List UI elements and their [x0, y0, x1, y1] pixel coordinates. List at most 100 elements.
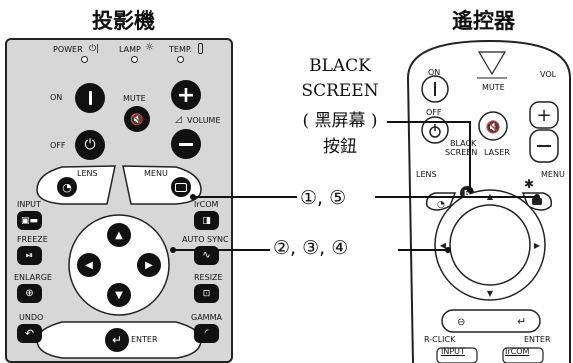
enter-label: ENTER	[131, 335, 158, 344]
remote-control: 🔇 + ◔ ✱ ▲ ▼ ◀ ▶ ⊖ ↵	[406, 39, 571, 363]
remote-laser-label: LASER	[484, 148, 510, 157]
on-button[interactable]	[75, 83, 105, 113]
undo-arrow-icon: ↶	[24, 327, 35, 340]
enter-button[interactable]: ↵	[105, 328, 129, 352]
remote-lens-icon: ◔	[437, 200, 445, 210]
enlarge-button[interactable]: ⊕	[17, 284, 42, 303]
gamma-button[interactable]: ◜	[194, 324, 219, 343]
pointer-dot-projector-menu	[190, 194, 196, 200]
arrow-down-icon: ▼	[487, 289, 494, 298]
remote-screen-label: SCREEN	[445, 148, 478, 157]
remote-enter-label: ENTER	[524, 335, 551, 344]
arrow-right-icon: ▶	[534, 241, 541, 250]
arrow-down-icon: ▼	[115, 289, 123, 301]
power-indicator-label: POWER	[53, 45, 83, 54]
remote-vol-label: VOL	[540, 70, 557, 79]
projector-heading: 投影機	[92, 9, 155, 33]
ircom-icon: ◨	[202, 215, 211, 226]
remote-on-label: ON	[428, 68, 441, 77]
pointer-dot-projector-arrows	[170, 247, 176, 253]
remote-menu-label: MENU	[541, 170, 565, 179]
enter-arrow-icon: ↵	[111, 333, 123, 347]
laser-star-icon: ✱	[524, 177, 534, 191]
resize-button[interactable]: ⊡	[194, 284, 219, 303]
on-icon	[88, 91, 92, 105]
input-button[interactable]: ▣▬	[17, 211, 42, 230]
arrow-pad-ring	[68, 214, 170, 316]
minus-icon	[179, 142, 193, 146]
menu-icon	[175, 182, 187, 192]
lens-button[interactable]: ◔	[57, 177, 77, 197]
remote-heading: 遙控器	[452, 9, 515, 33]
arrow-left-icon: ◀	[440, 241, 447, 250]
arrow-down-button[interactable]: ▼	[107, 283, 131, 307]
off-label: OFF	[50, 141, 66, 150]
enlarge-label: ENLARGE	[14, 273, 52, 282]
on-label: ON	[50, 93, 63, 102]
remote-lens-label: LENS	[416, 170, 437, 179]
black-screen-label-3: ( 黑屏幕 )	[302, 111, 378, 131]
volume-label: VOLUME	[187, 116, 221, 125]
auto-sync-label: AUTO SYNC	[182, 235, 229, 244]
menu-label: MENU	[144, 169, 168, 178]
remote-ircom-label: IrCOM	[505, 347, 530, 356]
arrow-right-button[interactable]: ▶	[137, 253, 161, 277]
ircom-label: IrCOM	[194, 200, 219, 209]
remote-input-label: INPUT	[441, 347, 465, 356]
freeze-label: FREEZE	[17, 235, 48, 244]
volume-ramp-icon: ◿	[175, 115, 182, 125]
laser-window	[477, 51, 507, 76]
input-key	[436, 347, 478, 363]
plus-icon: +	[536, 105, 551, 126]
ircom-button[interactable]: ◨	[194, 211, 219, 230]
volume-up-button	[529, 101, 559, 129]
volume-up-button[interactable]: +	[171, 80, 201, 110]
menu-button[interactable]	[171, 177, 191, 197]
remote-r-click-label: R-CLICK	[424, 335, 456, 344]
power-indicator-led	[81, 56, 88, 63]
arrow-up-button[interactable]: ▲	[107, 223, 131, 247]
remote-mute-icon: 🔇	[486, 120, 501, 134]
temp-indicator-label: TEMP.	[169, 45, 192, 54]
callout-pointer-black-screen	[387, 121, 471, 190]
temp-indicator-led	[177, 56, 184, 63]
arrow-left-button[interactable]: ◀	[77, 253, 101, 277]
remote-mute-label: MUTE	[482, 83, 505, 92]
remote-off-label: OFF	[426, 108, 442, 117]
lens-label: LENS	[77, 169, 98, 178]
undo-button[interactable]: ↶	[17, 324, 42, 343]
resize-label: RESIZE	[194, 273, 223, 282]
arrow-pad-center	[449, 204, 531, 286]
black-screen-label-2: SCREEN	[301, 81, 379, 101]
step-numbers-menu: ①, ⑤	[297, 187, 350, 209]
lamp-icon: ☼	[145, 42, 154, 53]
ircom-key	[502, 347, 544, 363]
volume-down-button[interactable]	[171, 129, 201, 159]
freeze-icon: ⏯	[25, 250, 34, 261]
pointer-dot-remote-menu	[534, 194, 540, 200]
mute-label: MUTE	[123, 94, 146, 103]
undo-label: UNDO	[19, 313, 44, 322]
step-numbers-arrows: ②, ③, ④	[270, 237, 352, 259]
auto-sync-icon: ∿	[202, 250, 211, 261]
off-button[interactable]: ⏻	[75, 130, 105, 160]
lens-icon: ◔	[62, 180, 72, 194]
black-screen-label-1: BLACK	[309, 56, 371, 76]
lamp-indicator-label: LAMP	[119, 45, 141, 54]
callout-dot-black-screen	[467, 187, 473, 193]
input-label: INPUT	[17, 200, 41, 209]
arrow-right-icon: ▶	[145, 259, 153, 271]
gamma-label: GAMMA	[191, 313, 222, 322]
input-icon: ▣▬	[20, 215, 38, 226]
pointer-dot-remote-arrows	[445, 247, 451, 253]
enter-arrow-icon: ↵	[517, 315, 526, 328]
black-screen-label-4: 按鈕	[323, 137, 357, 157]
mute-button[interactable]: 🔇	[124, 106, 150, 132]
freeze-button[interactable]: ⏯	[17, 246, 42, 265]
arrow-left-icon: ◀	[85, 259, 93, 271]
projector-panel: POWER ⏻| LAMP ☼ TEMP. ON OFF ⏻ MUTE 🔇 + …	[5, 38, 233, 363]
mouse-icon: ⊖	[457, 317, 465, 328]
remote-black-label: BLACK	[450, 139, 477, 148]
power-icon: ⏻|	[89, 44, 100, 54]
